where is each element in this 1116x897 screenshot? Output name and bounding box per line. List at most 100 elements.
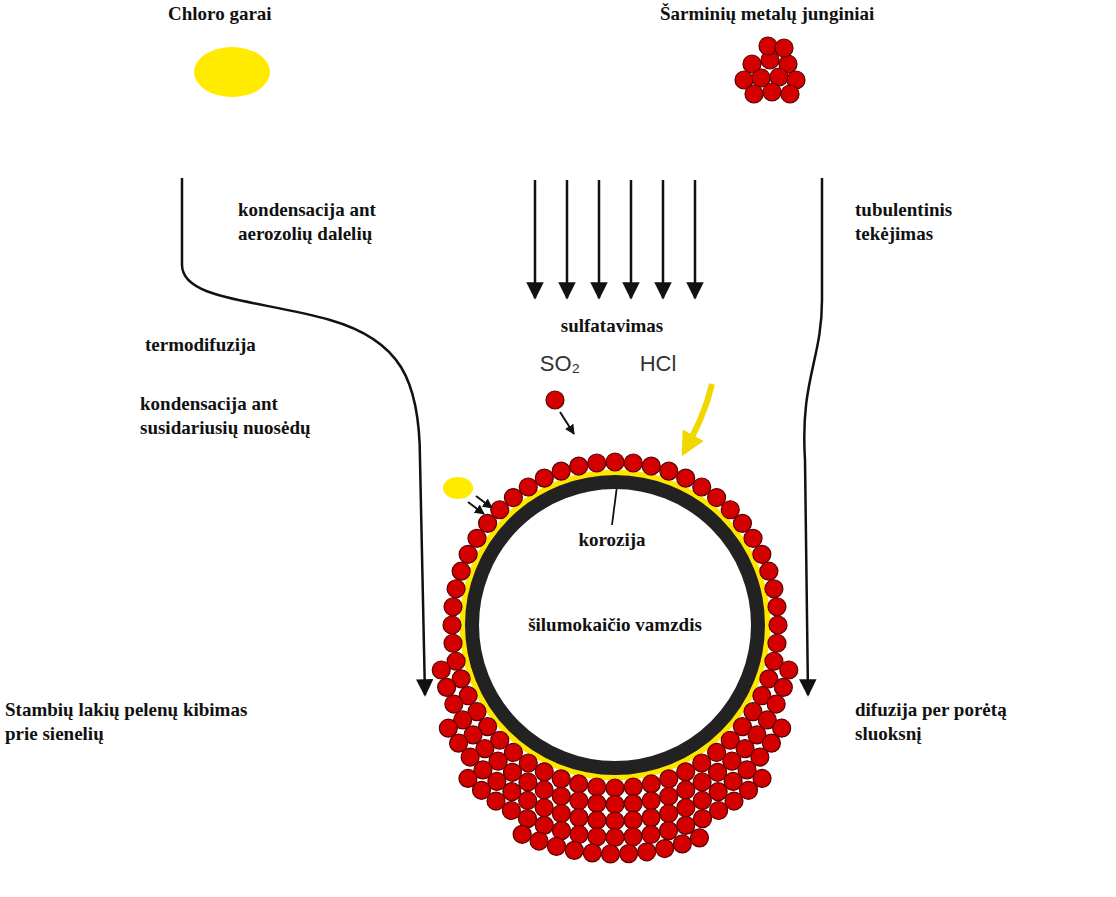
particle — [745, 85, 763, 103]
particle — [570, 809, 588, 827]
particle — [519, 791, 537, 809]
particle — [767, 695, 785, 713]
particle — [546, 391, 564, 409]
particle — [445, 695, 463, 713]
particle — [709, 783, 727, 801]
particle — [606, 812, 624, 830]
process-label: korozija — [578, 528, 645, 552]
particle — [765, 580, 783, 598]
particle — [642, 825, 660, 843]
particle — [642, 809, 660, 827]
particle — [694, 810, 712, 828]
process-label: difuzija per porėtą sluoksnį — [855, 698, 1015, 746]
particle — [660, 770, 678, 788]
condensation-arrow — [476, 496, 492, 508]
flow-arrow — [694, 180, 697, 298]
particle — [519, 478, 537, 496]
particle — [744, 529, 762, 547]
tube-circle: šilumokaičio vamzdis — [465, 475, 765, 775]
condensation-arrow — [468, 502, 484, 514]
particle — [606, 796, 624, 814]
particle — [642, 457, 660, 475]
particle — [624, 811, 642, 829]
particle — [642, 792, 660, 810]
particle — [570, 792, 588, 810]
particle — [552, 462, 570, 480]
particle — [677, 799, 695, 817]
particle — [588, 795, 606, 813]
node-label: šilumokaičio vamzdis — [528, 614, 702, 636]
particle — [588, 828, 606, 846]
particle — [570, 775, 588, 793]
particle — [438, 678, 456, 696]
particle — [709, 763, 727, 781]
particle — [660, 787, 678, 805]
process-label: kondensacija ant aerozolių dalelių — [238, 198, 428, 246]
particle — [606, 453, 624, 471]
particle — [656, 840, 674, 858]
label: Šarminių metalų junginiai — [660, 2, 874, 26]
particle — [444, 634, 462, 652]
gas-label: HCl — [640, 350, 677, 378]
particle — [513, 825, 531, 843]
particle — [690, 829, 708, 847]
process-label: termodifuzija — [145, 333, 256, 357]
particle — [504, 489, 522, 507]
particle — [570, 457, 588, 475]
particle-arrow — [560, 412, 574, 434]
particle — [677, 469, 695, 487]
particle — [552, 787, 570, 805]
particle — [606, 779, 624, 797]
particle — [693, 754, 711, 772]
particle — [733, 514, 751, 532]
particle — [760, 562, 778, 580]
particle — [439, 719, 457, 737]
particle — [535, 763, 553, 781]
flow-arrow — [662, 180, 665, 298]
label: Chloro garai — [168, 2, 272, 26]
particle — [447, 580, 465, 598]
particle — [769, 616, 787, 634]
process-label: sulfatavimas — [561, 314, 663, 338]
particle — [693, 791, 711, 809]
deposit-layer — [432, 453, 798, 863]
particle — [606, 829, 624, 847]
particle — [660, 805, 678, 823]
process-label: Stambių lakių pelenų kibimas prie sienel… — [5, 698, 280, 746]
particle — [638, 843, 656, 861]
particle — [452, 562, 470, 580]
particle — [693, 773, 711, 791]
particle — [583, 844, 601, 862]
particle — [601, 845, 619, 863]
flow-arrow — [598, 180, 601, 298]
particle — [468, 529, 486, 547]
flow-arrow — [534, 180, 537, 298]
gas-label: SO₂ — [540, 350, 580, 378]
particle — [432, 661, 450, 679]
particle — [677, 816, 695, 834]
particle — [642, 775, 660, 793]
particle — [624, 778, 642, 796]
particle — [570, 825, 588, 843]
particle — [530, 832, 548, 850]
particle — [535, 781, 553, 799]
particle — [660, 822, 678, 840]
particle — [753, 545, 771, 563]
sulfation-arrows — [535, 180, 695, 298]
particle — [624, 795, 642, 813]
particle — [444, 598, 462, 616]
particle — [535, 469, 553, 487]
particle — [519, 773, 537, 791]
particle — [780, 661, 798, 679]
particle — [677, 781, 695, 799]
particle — [565, 841, 583, 859]
particle — [775, 39, 793, 57]
flow-line — [804, 178, 822, 695]
particle — [459, 769, 477, 787]
particle — [547, 837, 565, 855]
particle — [535, 799, 553, 817]
particle — [781, 85, 799, 103]
particle — [677, 763, 695, 781]
particle — [588, 811, 606, 829]
leader-line — [612, 486, 617, 525]
